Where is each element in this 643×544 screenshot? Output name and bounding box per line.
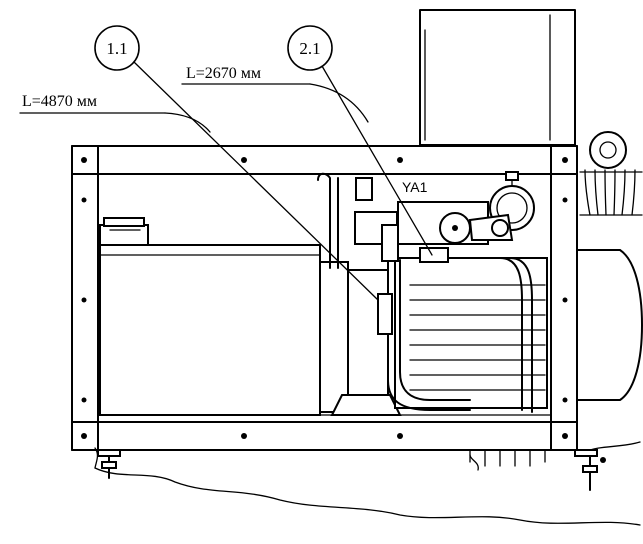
callout-1-1-text: 1.1 xyxy=(106,39,127,58)
floor-outline xyxy=(94,441,641,526)
cable-reel xyxy=(579,131,643,216)
upper-housing xyxy=(419,9,576,146)
dimension-hose-2: L=2670 мм xyxy=(181,65,369,123)
valve-block xyxy=(354,201,514,263)
dimension-hose-2-text: L=2670 мм xyxy=(186,65,261,82)
callout-2-1: 2.1 xyxy=(287,25,433,256)
oil-tank xyxy=(99,217,349,416)
callout-1-1: 1.1 xyxy=(94,25,379,301)
callout-2-1-text: 2.1 xyxy=(299,39,320,58)
hydraulic-hoses xyxy=(317,172,546,467)
mounting-feet xyxy=(97,449,606,491)
dimension-hose-1-text: L=4870 мм xyxy=(22,93,97,110)
valve-label: YA1 xyxy=(402,179,428,195)
dimension-hose-1: L=4870 мм xyxy=(19,93,211,133)
